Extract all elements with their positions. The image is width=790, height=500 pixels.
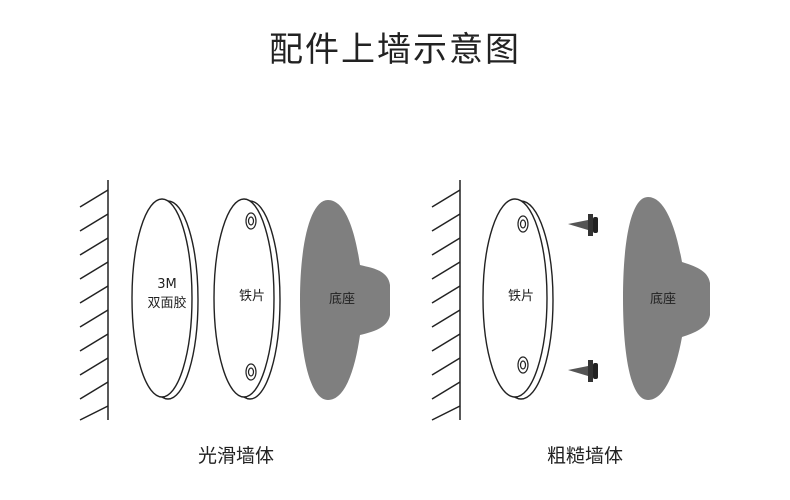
plate-screw-hole xyxy=(245,363,257,381)
page-title: 配件上墙示意图 xyxy=(269,30,521,70)
base-label-right: 底座 xyxy=(650,291,676,307)
plate-screw-hole xyxy=(517,356,529,374)
smooth-wall-hatching xyxy=(79,180,109,421)
base-mount-left xyxy=(300,200,390,400)
iron-plate-label-right: 铁片 xyxy=(508,289,534,304)
tape-label-double-sided: 双面胶 xyxy=(147,295,186,311)
base-label-left: 底座 xyxy=(329,291,355,307)
right-panel: 铁片 底座 粗糙墙体 xyxy=(431,180,710,467)
plate-screw-hole xyxy=(517,215,529,233)
double-sided-tape-disk xyxy=(131,198,199,400)
rough-wall-caption: 粗糙墙体 xyxy=(547,445,623,467)
screw-icon xyxy=(568,214,598,236)
screw-icon xyxy=(568,360,598,382)
iron-plate-label-left: 铁片 xyxy=(239,289,265,304)
base-mount-right xyxy=(623,197,710,400)
rough-wall-hatching xyxy=(431,180,461,421)
smooth-wall-caption: 光滑墙体 xyxy=(198,445,274,467)
plate-screw-hole xyxy=(245,212,257,230)
iron-plate-right xyxy=(482,198,554,400)
iron-plate-left xyxy=(213,198,281,400)
tape-label-3m: 3M xyxy=(157,277,177,292)
left-panel: 3M 双面胶 铁片 底座 光滑墙体 xyxy=(79,180,390,467)
